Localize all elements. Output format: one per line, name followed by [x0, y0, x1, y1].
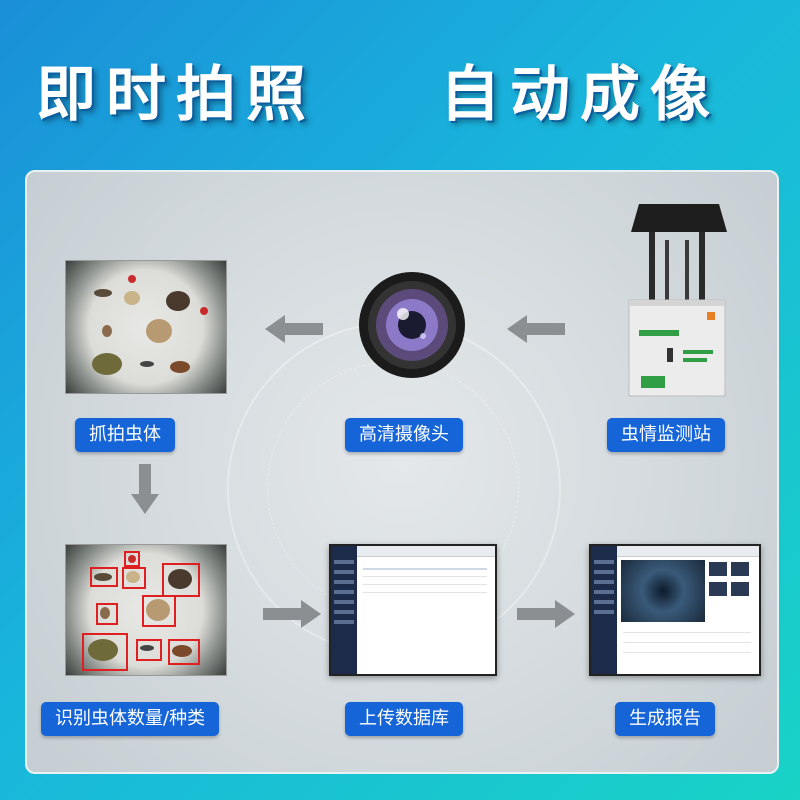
detection-box — [124, 551, 140, 567]
step-label-capture: 抓拍虫体 — [75, 418, 175, 452]
workflow-panel: 抓拍虫体 高清摄像头 虫情监测站 — [25, 170, 779, 774]
detection-box — [82, 633, 128, 671]
report-screen — [589, 544, 761, 676]
step-label-report: 生成报告 — [615, 702, 715, 736]
headline-instant-photo: 即时拍照 — [36, 60, 316, 130]
detection-box — [122, 567, 146, 589]
step-label-upload: 上传数据库 — [345, 702, 463, 736]
arrow-down-icon — [131, 464, 159, 514]
step-label-station: 虫情监测站 — [607, 418, 725, 452]
detection-box — [136, 639, 162, 661]
arrow-left-icon — [507, 315, 565, 343]
detection-box — [162, 563, 200, 597]
detection-box — [96, 603, 118, 625]
monitoring-station-device — [628, 204, 727, 397]
camera-lens-icon — [359, 272, 465, 378]
detection-box — [142, 595, 176, 627]
detection-box — [168, 639, 200, 665]
database-screen — [329, 544, 497, 676]
step-label-identify: 识别虫体数量/种类 — [41, 702, 220, 736]
insect-identification-photo — [65, 544, 227, 676]
headline-auto-imaging: 自动成像 — [440, 60, 720, 130]
detection-box — [90, 567, 118, 587]
step-label-camera: 高清摄像头 — [345, 418, 463, 452]
arrow-right-icon — [263, 600, 321, 628]
arrow-right-icon — [517, 600, 575, 628]
insect-capture-photo — [65, 260, 227, 394]
arrow-left-icon — [265, 315, 323, 343]
